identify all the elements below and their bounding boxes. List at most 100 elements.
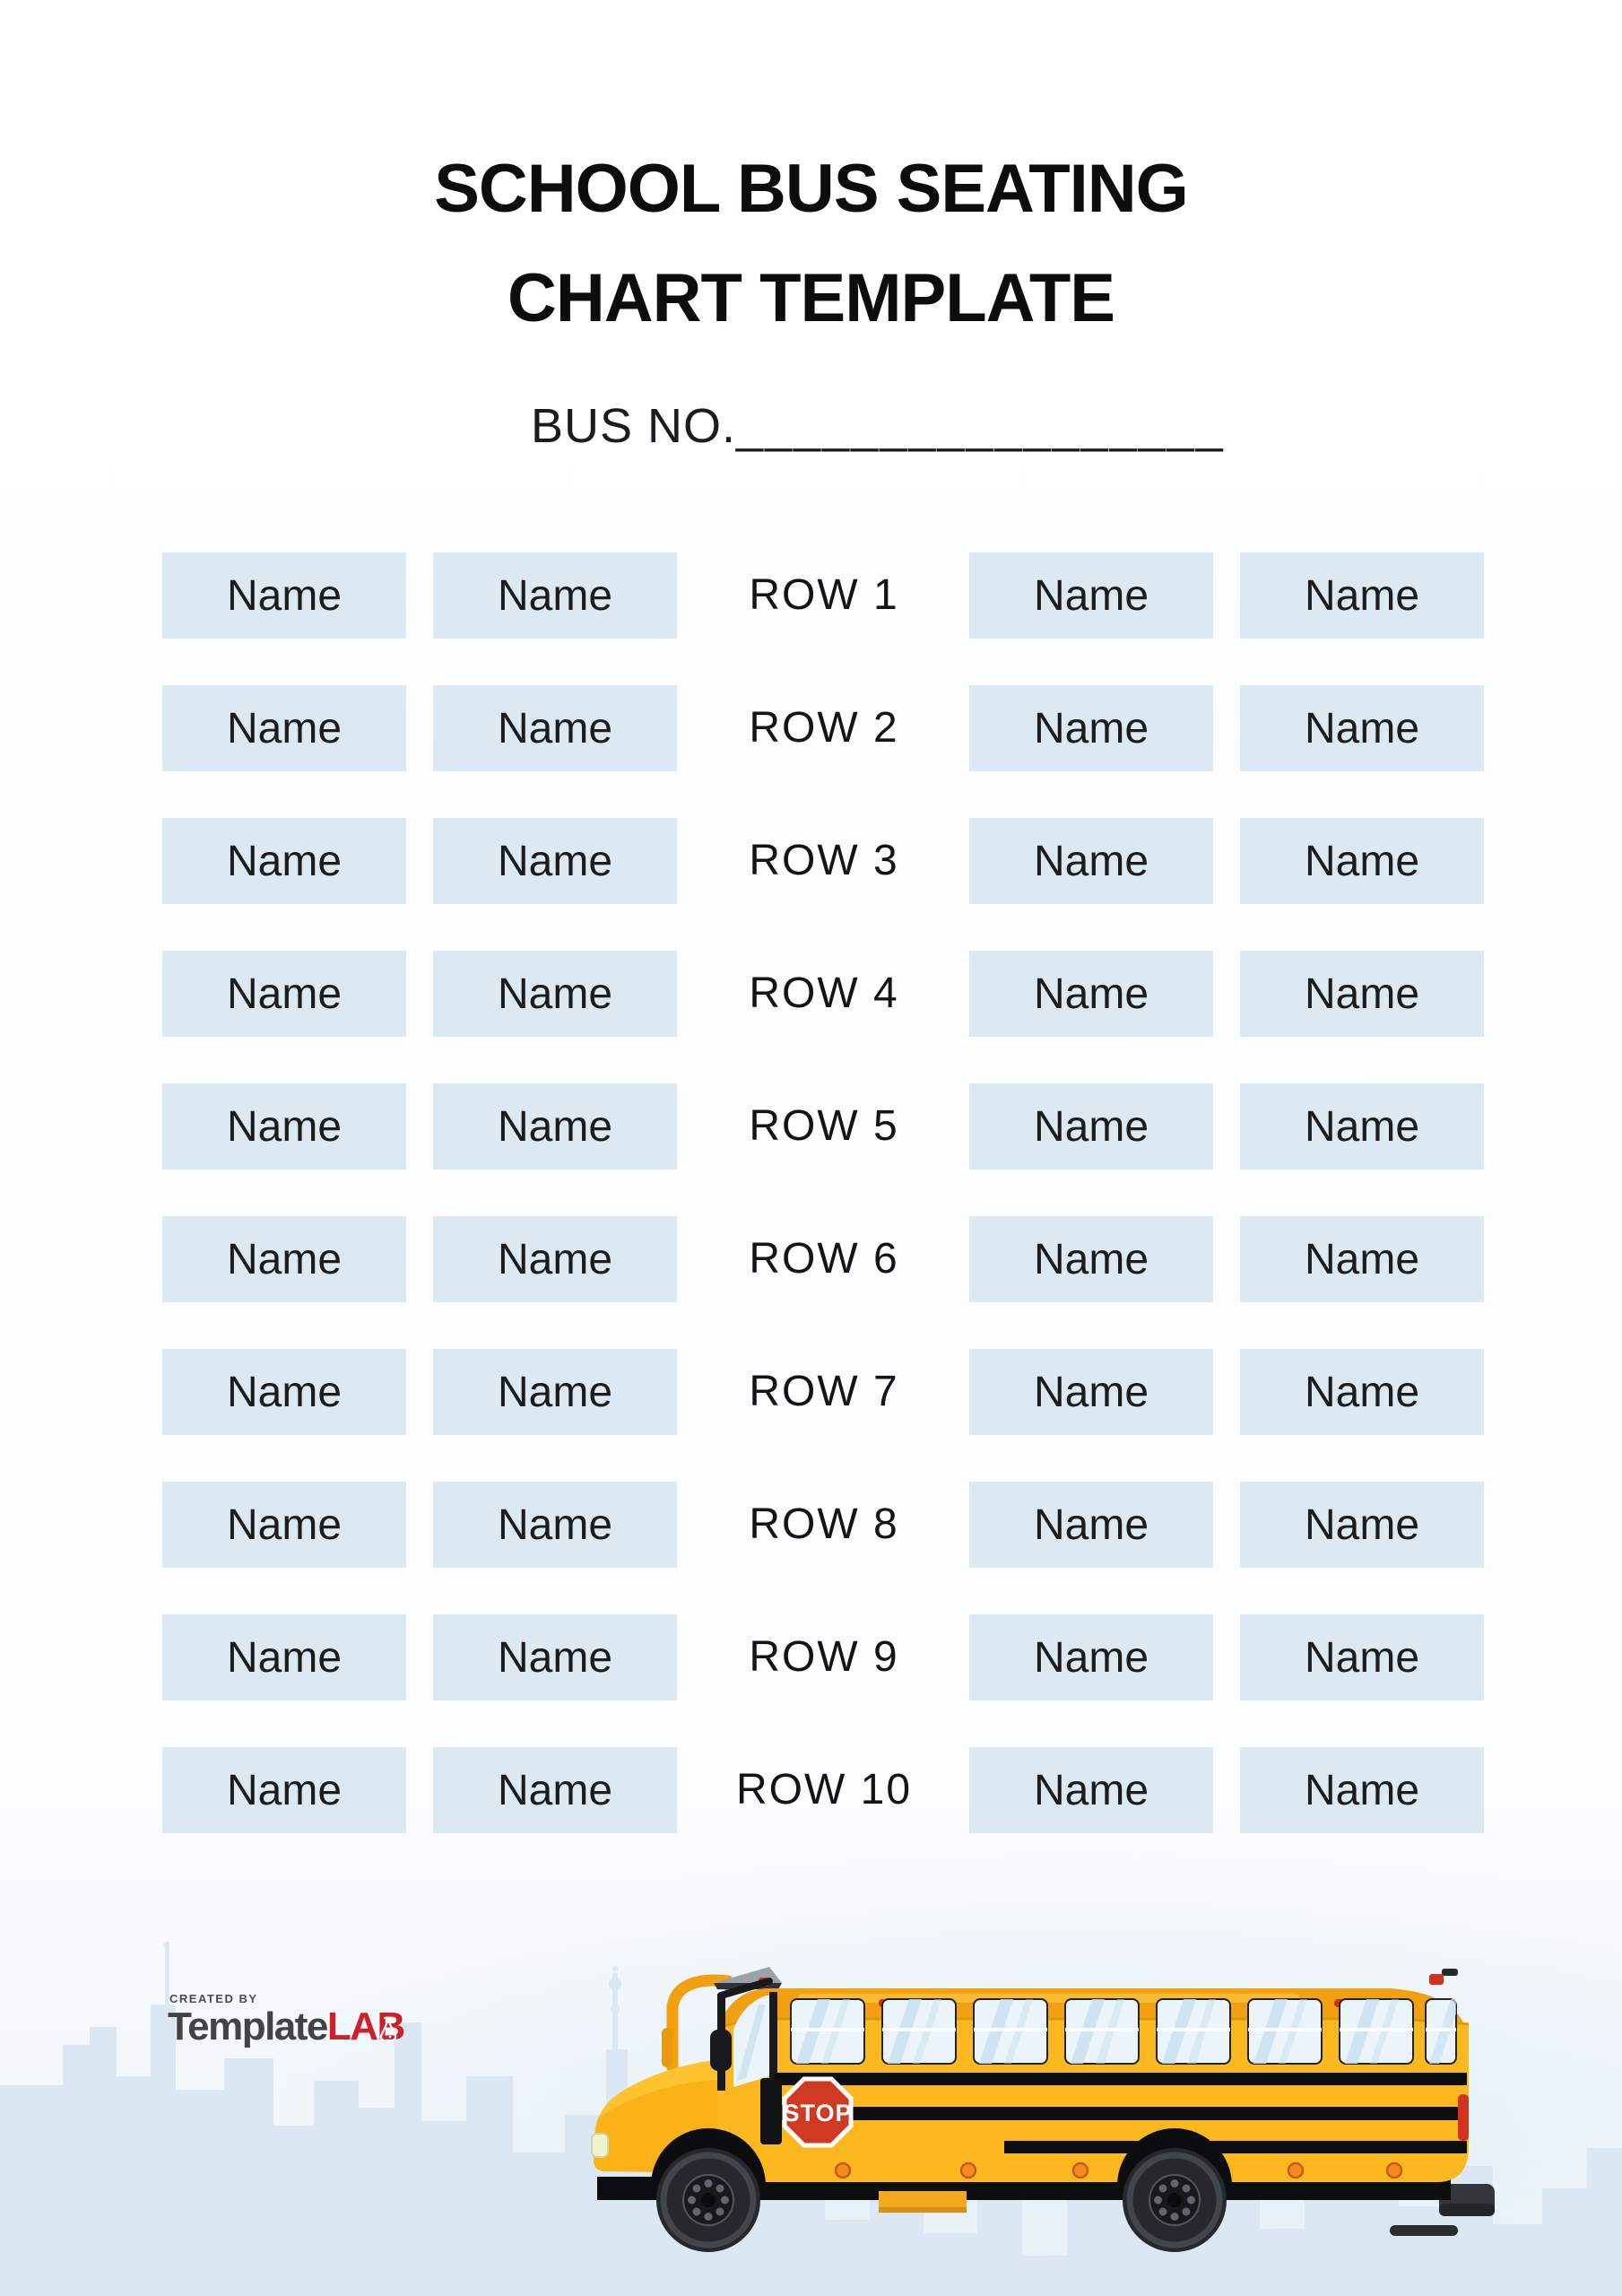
seat-name-box[interactable]: Name [969, 552, 1213, 639]
seat-name-label: Name [226, 704, 343, 752]
seat-name-box[interactable]: Name [969, 1216, 1213, 1302]
seat-name-box[interactable]: Name [162, 1747, 406, 1833]
seat-name-box[interactable]: Name [433, 685, 677, 771]
seat-row: Name Name ROW 1 Name Name [162, 552, 1484, 639]
seat-name-box[interactable]: Name [1240, 951, 1484, 1037]
seat-name-box[interactable]: Name [433, 1349, 677, 1435]
stop-sign: STOP [760, 2076, 854, 2148]
seat-name-label: Name [226, 837, 343, 885]
seat-name-label: Name [1033, 1368, 1149, 1416]
bus-number-row: BUS NO._________________ [531, 398, 1225, 454]
seat-name-label: Name [1304, 1235, 1420, 1283]
seat-name-box[interactable]: Name [1240, 685, 1484, 771]
seat-name-label: Name [1033, 1766, 1149, 1814]
seat-name-box[interactable]: Name [162, 1216, 406, 1302]
bus-rear-wheel [1123, 2148, 1227, 2252]
seat-name-label: Name [1304, 1368, 1420, 1416]
seat-name-label: Name [226, 1102, 343, 1151]
seat-name-box[interactable]: Name [1240, 1083, 1484, 1170]
row-label: ROW 10 [735, 1766, 913, 1813]
bus-number-blank[interactable]: _________________ [736, 399, 1225, 453]
seat-name-label: Name [1304, 970, 1420, 1018]
seat-row: Name Name ROW 8 Name Name [162, 1482, 1484, 1568]
logo-brand: TemplateLAB [168, 2007, 405, 2047]
seat-name-box[interactable]: Name [969, 1482, 1213, 1568]
seat-name-label: Name [497, 1633, 613, 1682]
bus-headlight [591, 2133, 609, 2158]
seat-name-label: Name [497, 704, 613, 752]
seat-name-box[interactable]: Name [433, 1747, 677, 1833]
seat-name-box[interactable]: Name [162, 951, 406, 1037]
seat-name-label: Name [497, 1102, 613, 1151]
row-label: ROW 7 [749, 1368, 899, 1415]
seat-name-label: Name [1033, 571, 1149, 620]
seat-name-box[interactable]: Name [1240, 1216, 1484, 1302]
seat-name-label: Name [497, 837, 613, 885]
seat-name-label: Name [226, 970, 343, 1018]
seat-name-label: Name [226, 1500, 343, 1549]
seat-name-label: Name [1304, 1500, 1420, 1549]
seat-row: Name Name ROW 6 Name Name [162, 1216, 1484, 1302]
seat-name-label: Name [1304, 1766, 1420, 1814]
seat-name-box[interactable]: Name [1240, 1482, 1484, 1568]
seat-name-box[interactable]: Name [1240, 1614, 1484, 1700]
seat-row: Name Name ROW 3 Name Name [162, 818, 1484, 904]
row-label: ROW 1 [749, 571, 899, 619]
seat-name-box[interactable]: Name [969, 1349, 1213, 1435]
seat-name-label: Name [497, 1235, 613, 1283]
bus-windows [790, 1998, 1457, 2065]
seat-row: Name Name ROW 5 Name Name [162, 1083, 1484, 1170]
seat-row: Name Name ROW 2 Name Name [162, 685, 1484, 771]
seat-name-box[interactable]: Name [162, 1482, 406, 1568]
seat-name-box[interactable]: Name [1240, 818, 1484, 904]
seat-name-box[interactable]: Name [433, 818, 677, 904]
seat-name-label: Name [1033, 970, 1149, 1018]
seat-name-box[interactable]: Name [969, 1747, 1213, 1833]
seat-name-box[interactable]: Name [1240, 552, 1484, 639]
seat-name-label: Name [1033, 837, 1149, 885]
seat-name-label: Name [1033, 1102, 1149, 1151]
seat-name-box[interactable]: Name [162, 1614, 406, 1700]
seat-name-box[interactable]: Name [969, 951, 1213, 1037]
row-label: ROW 2 [749, 704, 899, 752]
seat-name-box[interactable]: Name [433, 1216, 677, 1302]
seat-name-box[interactable]: Name [162, 1083, 406, 1170]
seat-name-box[interactable]: Name [1240, 1349, 1484, 1435]
seat-name-label: Name [497, 970, 613, 1018]
seat-name-label: Name [497, 1368, 613, 1416]
seat-name-box[interactable]: Name [1240, 1747, 1484, 1833]
page-title: SCHOOL BUS SEATING CHART TEMPLATE [0, 135, 1622, 353]
seat-name-box[interactable]: Name [969, 685, 1213, 771]
seat-name-box[interactable]: Name [433, 552, 677, 639]
seat-name-box[interactable]: Name [969, 1614, 1213, 1700]
seat-name-label: Name [226, 1766, 343, 1814]
seat-name-box[interactable]: Name [433, 1083, 677, 1170]
seat-name-box[interactable]: Name [162, 552, 406, 639]
bus-marker-lights [834, 2161, 1403, 2179]
bus-front-wheel [656, 2148, 760, 2252]
templatelab-logo: CREATED BY TemplateLAB [168, 1992, 405, 2047]
flask-icon [379, 2016, 397, 2042]
stop-sign-label: STOP [783, 2100, 852, 2126]
seat-name-label: Name [1304, 704, 1420, 752]
seat-row: Name Name ROW 10 Name Name [162, 1747, 1484, 1833]
seat-name-box[interactable]: Name [433, 1482, 677, 1568]
seat-row: Name Name ROW 9 Name Name [162, 1614, 1484, 1700]
seat-name-box[interactable]: Name [162, 1349, 406, 1435]
seat-name-box[interactable]: Name [433, 1614, 677, 1700]
seat-name-label: Name [1033, 1235, 1149, 1283]
logo-created-by: CREATED BY [169, 1992, 258, 2005]
seat-name-label: Name [226, 1368, 343, 1416]
seat-name-box[interactable]: Name [433, 951, 677, 1037]
seat-name-box[interactable]: Name [969, 818, 1213, 904]
bus-exhaust [1390, 2225, 1458, 2236]
bus-stripes [775, 2073, 1467, 2153]
seat-name-box[interactable]: Name [162, 685, 406, 771]
seat-name-box[interactable]: Name [969, 1083, 1213, 1170]
seat-name-label: Name [1033, 704, 1149, 752]
row-label: ROW 3 [749, 837, 899, 884]
row-label: ROW 5 [749, 1102, 899, 1150]
seat-name-box[interactable]: Name [162, 818, 406, 904]
seat-name-label: Name [1304, 1102, 1420, 1151]
